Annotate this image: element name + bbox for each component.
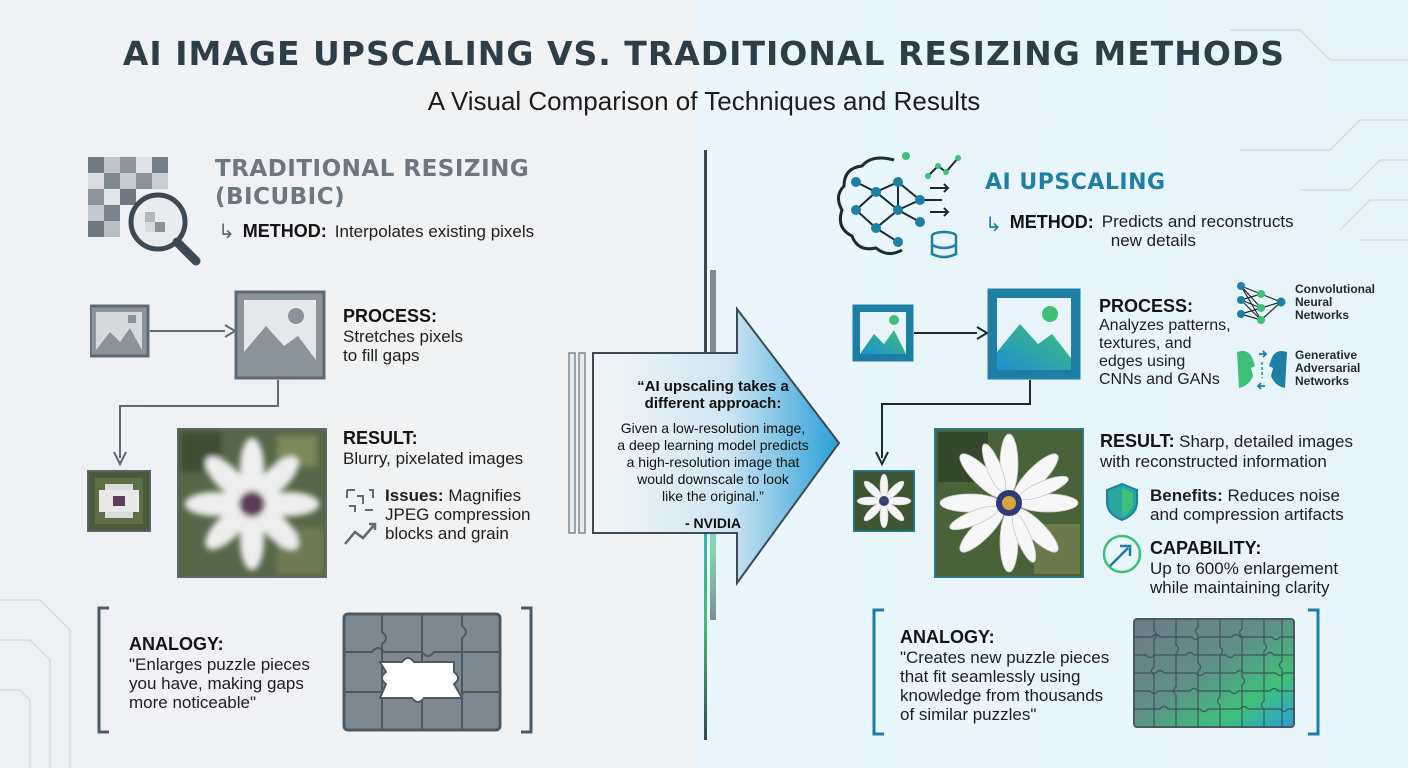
ai-method: ↳ METHOD: Predicts and reconstructs new …: [985, 212, 1294, 250]
result-label: RESULT:: [343, 428, 418, 448]
issues-label: Issues:: [385, 486, 444, 505]
small-flower-photo: [853, 470, 915, 532]
process-text: CNNs and GANs: [1099, 371, 1220, 388]
blurry-flower-photo: [177, 428, 327, 578]
traditional-method: ↳ METHOD: Interpolates existing pixels: [218, 219, 534, 244]
page-subtitle: A Visual Comparison of Techniques and Re…: [427, 86, 981, 116]
shield-icon: [1106, 482, 1138, 522]
benefits-text: Reduces noise: [1227, 486, 1340, 505]
trend-up-icon: [344, 523, 376, 545]
result-text: Blurry, pixelated images: [343, 449, 524, 468]
analogy-text: more noticeable": [129, 693, 256, 712]
issues-text: JPEG compression: [385, 505, 531, 524]
traditional-heading-line: (BICUBIC): [215, 184, 346, 210]
traditional-connector-arrow: [113, 380, 279, 467]
process-text: Analyzes patterns,: [1099, 317, 1231, 334]
result-text: Sharp, detailed images: [1179, 432, 1354, 451]
method-text: new details: [1110, 231, 1196, 250]
cnn-label-line: Networks: [1295, 308, 1350, 322]
benefits-text: and compression artifacts: [1150, 505, 1344, 524]
ai-benefits: Benefits: Reduces noise and compression …: [1150, 486, 1344, 524]
analogy-text: "Enlarges puzzle pieces: [129, 655, 310, 674]
gan-label: Generative Adversarial Networks: [1295, 349, 1360, 388]
capability-text: while maintaining clarity: [1150, 578, 1330, 597]
traditional-heading: TRADITIONAL RESIZING (BICUBIC): [215, 155, 529, 211]
center-arrow: [568, 306, 841, 587]
return-arrow-icon: ↳: [218, 221, 235, 243]
traditional-result: RESULT: Blurry, pixelated images: [343, 428, 523, 468]
quote-line: like the original.”: [662, 488, 764, 504]
ai-heading: AI UPSCALING: [985, 170, 1166, 195]
traditional-process-graphic: [90, 290, 326, 380]
quote-line: a deep learning model predicts: [617, 437, 809, 453]
result-label: RESULT:: [1100, 431, 1175, 451]
ai-process-graphic: [852, 288, 1081, 380]
result-text: with reconstructed information: [1100, 452, 1327, 471]
traditional-heading-line: TRADITIONAL RESIZING: [215, 156, 530, 182]
ai-analogy: ANALOGY: "Creates new puzzle pieces that…: [900, 627, 1109, 724]
process-label: PROCESS:: [343, 306, 438, 326]
gan-faces-icon: [1237, 350, 1287, 390]
brain-network-icon: [837, 152, 961, 259]
quote-line: “AI upscaling takes a: [637, 378, 789, 395]
traditional-process: PROCESS: Stretches pixels to fill gaps: [343, 306, 463, 365]
analogy-text: that fit seamlessly using: [900, 667, 1081, 686]
benefits-label: Benefits:: [1150, 486, 1223, 505]
gan-label-line: Generative: [1295, 348, 1358, 362]
small-flower-photo: [87, 470, 151, 532]
analogy-text: "Creates new puzzle pieces: [900, 648, 1110, 667]
traditional-analogy: ANALOGY: "Enlarges puzzle pieces you hav…: [129, 634, 310, 712]
trend-up-icon: [1102, 534, 1142, 574]
page-title: AI IMAGE UPSCALING VS. TRADITIONAL RESIZ…: [122, 34, 1286, 73]
method-text: Predicts and reconstructs: [1101, 212, 1294, 231]
quote-line: a high-resolution image that: [626, 454, 800, 470]
ai-analogy-bracket: [872, 608, 1320, 736]
analogy-label: ANALOGY:: [900, 627, 995, 647]
process-label: PROCESS:: [1099, 296, 1194, 316]
gan-label-line: Networks: [1295, 374, 1350, 388]
ai-connector-arrow: [875, 380, 1031, 467]
ai-process: PROCESS: Analyzes patterns, textures, an…: [1099, 296, 1231, 389]
quote-source: - NVIDIA: [685, 515, 741, 531]
traditional-issues: Issues: Magnifies JPEG compression block…: [385, 486, 531, 543]
issues-text: Magnifies: [448, 486, 522, 505]
process-text: textures, and: [1099, 335, 1192, 352]
cnn-label: Convolutional Neural Networks: [1295, 283, 1375, 322]
analogy-label: ANALOGY:: [129, 634, 224, 654]
method-label: METHOD:: [1009, 212, 1094, 232]
quote-line: would downscale to look: [637, 471, 789, 487]
cnn-label-line: Convolutional: [1295, 282, 1375, 296]
analogy-text: knowledge from thousands: [900, 686, 1104, 705]
process-text: edges using: [1099, 353, 1186, 370]
method-label: METHOD:: [242, 221, 327, 241]
magnifier-pixel-icon: [88, 157, 201, 266]
ai-result: RESULT: Sharp, detailed images with reco…: [1100, 431, 1353, 471]
process-text: Stretches pixels: [343, 327, 463, 346]
return-arrow-icon: ↳: [985, 214, 1002, 236]
analogy-text: you have, making gaps: [129, 674, 304, 693]
sharp-flower-photo: [934, 428, 1084, 578]
puzzle-icon: [342, 612, 502, 732]
quote-line: Given a low-resolution image,: [620, 420, 806, 436]
analogy-text: of similar puzzles": [900, 705, 1037, 724]
jpeg-artifact-icon: [344, 489, 377, 545]
puzzle-icon: [1133, 618, 1295, 728]
nvidia-quote: “AI upscaling takes a different approach…: [593, 378, 833, 532]
method-text: Interpolates existing pixels: [334, 222, 535, 241]
traditional-analogy-bracket: [97, 606, 533, 734]
neural-network-icon: [1237, 282, 1286, 324]
capability-text: Up to 600% enlargement: [1150, 559, 1339, 578]
ai-capability: CAPABILITY: Up to 600% enlargement while…: [1150, 538, 1338, 597]
issues-text: blocks and grain: [385, 524, 509, 543]
gan-label-line: Adversarial: [1295, 361, 1361, 375]
quote-line: different approach:: [644, 395, 782, 412]
capability-label: CAPABILITY:: [1150, 538, 1262, 558]
cnn-label-line: Neural: [1295, 295, 1333, 309]
process-text: to fill gaps: [343, 346, 420, 365]
